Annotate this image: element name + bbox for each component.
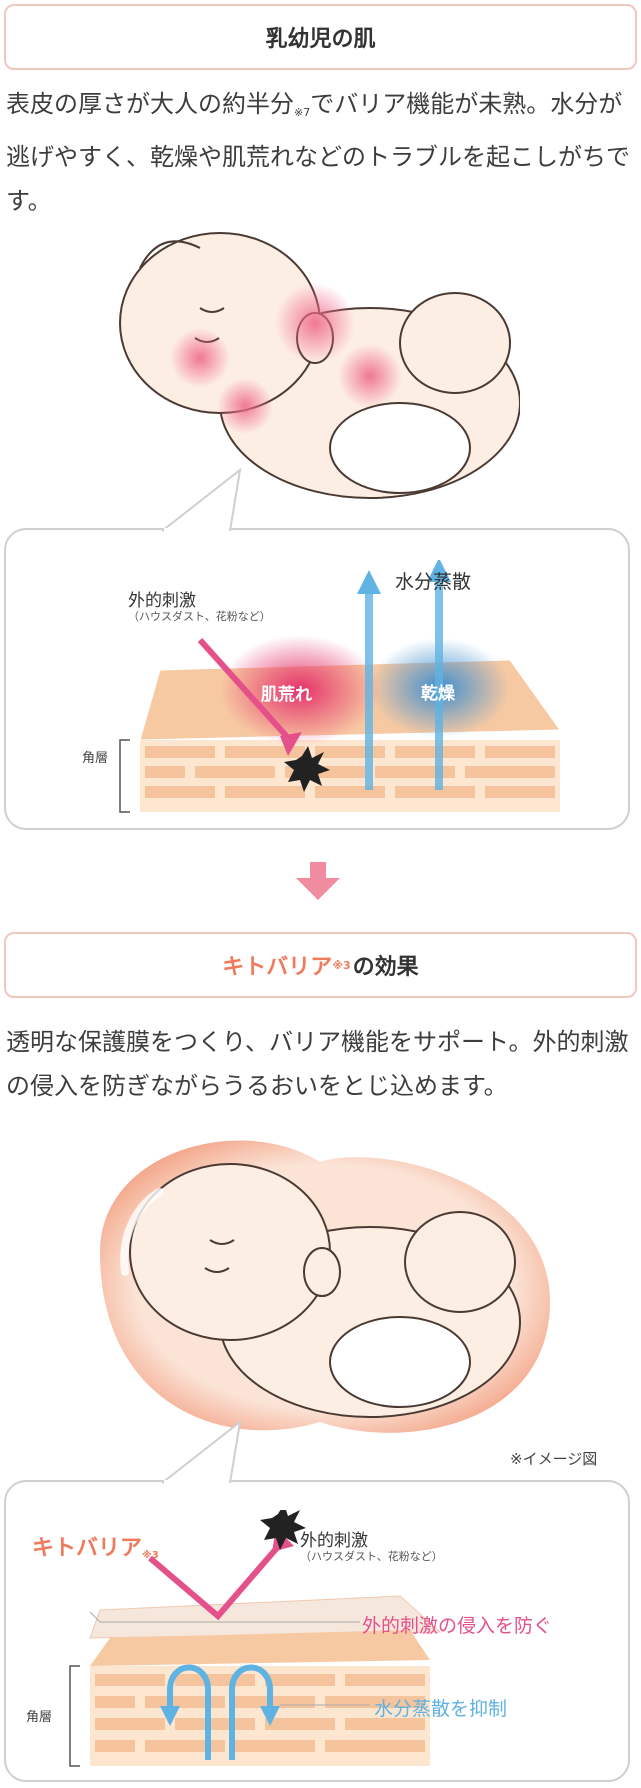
baby-illustration-dry-skin [119, 232, 520, 499]
speech-bubble-tail [161, 1420, 242, 1484]
section2-description: 透明な保護膜をつくり、バリア機能をサポート。外的刺激の侵入を防ぎながらうるおいを… [6, 1028, 629, 1100]
rough-skin-label: 肌荒れ [261, 685, 312, 705]
stratum-corneum-label: 角層 [82, 751, 109, 766]
stimulus-sublabel: （ハウスダスト、花粉など） [128, 610, 271, 623]
section-header-infant-skin: 乳幼児の肌 [4, 4, 637, 70]
section-title-rest: の効果 [352, 955, 419, 980]
retain-moisture-label: 水分蒸散を抑制 [374, 1698, 508, 1720]
evaporation-label: 水分蒸散 [395, 571, 472, 593]
speech-bubble-tail [161, 468, 242, 532]
down-arrow-icon [296, 862, 340, 900]
dryness-label: 乾燥 [421, 684, 455, 704]
section1-description: 表皮の厚さが大人の約半分※7でバリア機能が未熟。水分が逃げやすく、乾燥や肌荒れな… [6, 90, 630, 215]
brand-label: キトバリア※3 [32, 1536, 159, 1561]
skin-layer-diagram-protected [69, 1510, 442, 1767]
baby-illustration-protected [100, 1140, 550, 1433]
stimulus-sublabel: （ハウスダスト、花粉など） [300, 1550, 443, 1563]
stimulus-label: 外的刺激 [128, 591, 196, 611]
section-title: 乳幼児の肌 [265, 27, 376, 52]
stratum-corneum-label: 角層 [26, 1710, 53, 1725]
brand-name: キトバリア [222, 955, 333, 980]
footnote-ref: ※3 [332, 958, 351, 972]
image-note: ※イメージ図 [510, 1450, 598, 1468]
stimulus-label: 外的刺激 [300, 1531, 368, 1551]
footnote-ref: ※7 [294, 106, 311, 119]
block-stimulus-label: 外的刺激の侵入を防ぐ [362, 1615, 553, 1637]
skin-layer-diagram-untreated [119, 560, 561, 813]
